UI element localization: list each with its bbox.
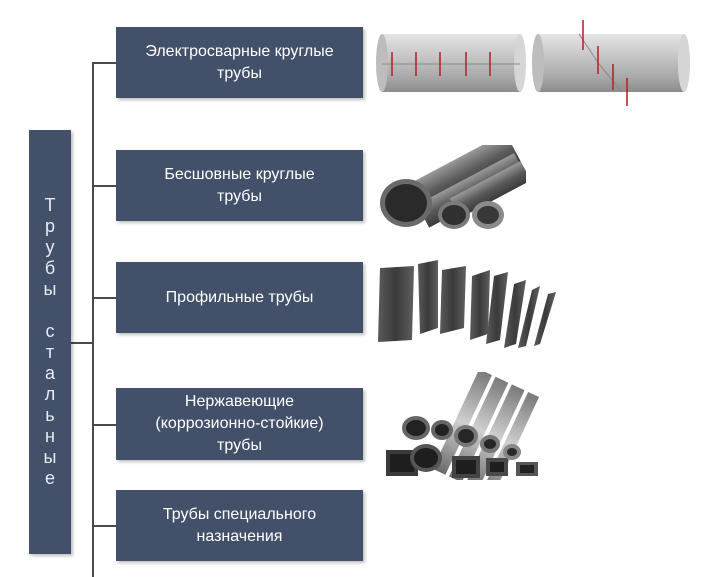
connector-root [71, 342, 93, 344]
root-letter: а [44, 363, 55, 383]
seamless-pipes-image [380, 145, 526, 229]
connector-branch-5 [92, 525, 116, 527]
profile-pipes-image [378, 260, 556, 348]
root-letter: с [45, 321, 55, 341]
connector-branch-2 [92, 185, 116, 187]
connector-branch-3 [92, 297, 116, 299]
root-letter: н [45, 426, 55, 446]
welded-pipes-image [376, 20, 690, 106]
category-stainless-pipes: Нержавеющие (коррозионно-стойкие) трубы [116, 388, 363, 460]
root-node: Т р у б ы с т а л ь н ы е [29, 130, 71, 554]
root-letter: т [45, 342, 55, 362]
root-letter: ы [43, 447, 57, 467]
category-special-purpose-pipes: Трубы специального назначения [116, 490, 363, 561]
category-welded-round-pipes: Электросварные круглые трубы [116, 27, 363, 98]
category-seamless-round-pipes: Бесшовные круглые трубы [116, 150, 363, 221]
spiral-seam-pipe [532, 20, 690, 106]
root-letter: ы [43, 279, 57, 299]
root-letter: р [44, 216, 55, 236]
root-word-1: Т р у б ы [44, 195, 57, 300]
connector-branch-1 [92, 62, 116, 64]
root-letter: б [44, 258, 56, 278]
root-letter: е [44, 468, 55, 488]
root-letter: л [44, 384, 56, 404]
root-word-2: с т а л ь н ы е [44, 321, 57, 489]
category-profile-pipes: Профильные трубы [116, 262, 363, 333]
root-letter: Т [44, 195, 56, 215]
connector-trunk [92, 62, 94, 577]
root-letter: ь [45, 405, 55, 425]
connector-branch-4 [92, 424, 116, 426]
root-letter: у [45, 237, 55, 257]
stainless-pipes-image [386, 372, 540, 480]
straight-seam-pipe [376, 34, 526, 92]
